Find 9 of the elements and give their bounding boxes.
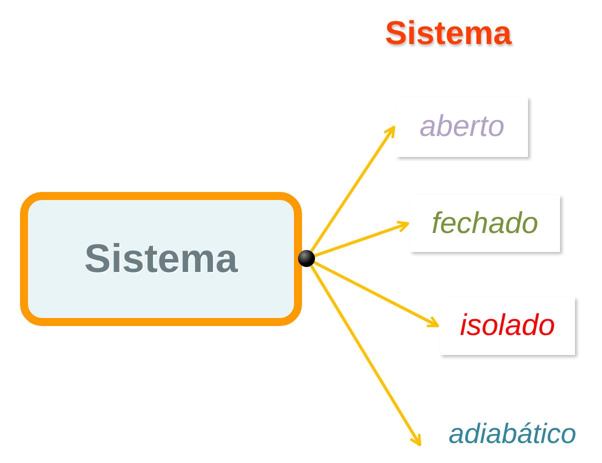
arrow	[310, 264, 422, 446]
term-box: fechado	[410, 195, 560, 252]
term-box: aberto	[396, 97, 528, 157]
arrow	[313, 261, 440, 328]
title: Sistema	[385, 13, 512, 53]
arrow	[310, 126, 396, 252]
process-box: Sistema	[20, 192, 302, 326]
term-box: isolado	[440, 297, 575, 355]
arrow	[314, 220, 410, 258]
